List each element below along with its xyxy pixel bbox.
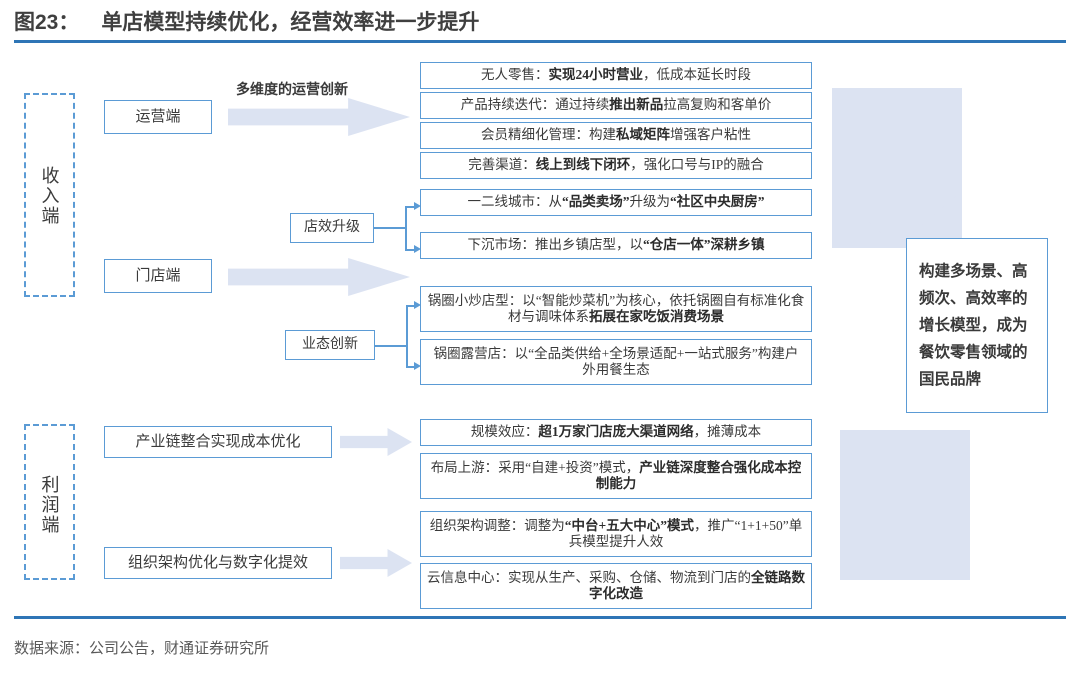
connector-line — [406, 305, 417, 307]
detail-text: 下沉市场：推出乡镇店型，以“仓店一体”深耕乡镇 — [467, 237, 765, 253]
detail-box-supply-chain-1[interactable]: 规模效应：超1万家门店庞大渠道网络，摊薄成本 — [420, 419, 812, 446]
group-label-profit: 利润端 — [39, 475, 60, 535]
fat-arrow-org-digital — [340, 549, 412, 577]
mid-node-store-efficiency[interactable]: 店效升级 — [290, 213, 374, 243]
detail-box-org-digital-2[interactable]: 云信息中心：实现从生产、采购、仓储、物流到门店的全链路数字化改造 — [420, 563, 812, 609]
arrow-caption-operation: 多维度的运营创新 — [236, 83, 348, 98]
mid-node-format-innovation[interactable]: 业态创新 — [285, 330, 375, 360]
conclusion-text: 构建多场景、高 频次、高效率的 增长模型，成为 餐饮零售领域的 国民品牌 — [919, 258, 1028, 394]
elbow-arrow-up-icon — [840, 430, 970, 580]
fat-arrow-store — [228, 258, 410, 296]
group-label-revenue: 收入端 — [39, 166, 60, 226]
detail-text: 一二线城市：从“品类卖场”升级为“社区中央厨房” — [467, 194, 765, 210]
detail-box-operation-3[interactable]: 会员精细化管理：构建私域矩阵增强客户粘性 — [420, 122, 812, 149]
page-title: 图23： 单店模型持续优化，经营效率进一步提升 — [14, 6, 479, 36]
detail-box-format-innovation-2[interactable]: 锅圈露营店：以“全品类供给+全场景适配+一站式服务”构建户外用餐生态 — [420, 339, 812, 385]
conclusion-line: 构建多场景、高 — [919, 262, 1028, 280]
fat-arrow-operation — [228, 98, 410, 136]
connector-line — [405, 206, 417, 208]
detail-text: 布局上游：采用“自建+投资”模式，产业链深度整合强化成本控制能力 — [430, 459, 802, 491]
connector-arrowhead — [414, 361, 421, 370]
figure-number: 图23： — [14, 11, 80, 34]
conclusion-line: 增长模型，成为 — [919, 316, 1028, 334]
connector-line — [406, 366, 417, 368]
detail-text: 会员精细化管理：构建私域矩阵增强客户粘性 — [481, 127, 751, 143]
stage-box-org-digital[interactable]: 组织架构优化与数字化提效 — [104, 547, 332, 579]
detail-text: 锅圈小炒店型：以“智能炒菜机”为核心，依托锅圈自有标准化食材与调味体系拓展在家吃… — [427, 292, 805, 324]
conclusion-line: 频次、高效率的 — [919, 289, 1028, 307]
connector-line — [375, 345, 407, 347]
detail-text: 无人零售：实现24小时营业，低成本延长时段 — [481, 67, 751, 83]
group-frame-profit — [24, 424, 75, 580]
stage-box-store[interactable]: 门店端 — [104, 259, 212, 293]
conclusion-box[interactable]: 构建多场景、高 频次、高效率的 增长模型，成为 餐饮零售领域的 国民品牌 — [906, 238, 1048, 413]
detail-box-operation-1[interactable]: 无人零售：实现24小时营业，低成本延长时段 — [420, 62, 812, 89]
detail-box-supply-chain-2[interactable]: 布局上游：采用“自建+投资”模式，产业链深度整合强化成本控制能力 — [420, 453, 812, 499]
detail-box-org-digital-1[interactable]: 组织架构调整：调整为“中台+五大中心”模式，推广“1+1+50”单兵模型提升人效 — [420, 511, 812, 557]
connector-line — [405, 249, 417, 251]
stage-box-operation[interactable]: 运营端 — [104, 100, 212, 134]
detail-box-store-efficiency-2[interactable]: 下沉市场：推出乡镇店型，以“仓店一体”深耕乡镇 — [420, 232, 812, 259]
fat-arrow-supply-chain — [340, 428, 412, 456]
detail-text: 规模效应：超1万家门店庞大渠道网络，摊薄成本 — [470, 424, 762, 440]
connector-line — [405, 206, 407, 250]
detail-text: 完善渠道：线上到线下闭环，强化口号与IP的融合 — [468, 157, 764, 173]
detail-text: 组织架构调整：调整为“中台+五大中心”模式，推广“1+1+50”单兵模型提升人效 — [429, 517, 803, 549]
detail-text: 云信息中心：实现从生产、采购、仓储、物流到门店的全链路数字化改造 — [427, 569, 805, 601]
detail-box-format-innovation-1[interactable]: 锅圈小炒店型：以“智能炒菜机”为核心，依托锅圈自有标准化食材与调味体系拓展在家吃… — [420, 286, 812, 332]
connector-arrowhead — [414, 300, 421, 309]
detail-text: 锅圈露营店：以“全品类供给+全场景适配+一站式服务”构建户外用餐生态 — [433, 345, 799, 377]
header-rule — [14, 40, 1066, 43]
connector-arrowhead — [414, 244, 421, 253]
elbow-arrow-down-icon — [832, 88, 962, 248]
figure-title-text: 单店模型持续优化，经营效率进一步提升 — [101, 11, 480, 34]
source-note: 数据来源：公司公告，财通证券研究所 — [14, 640, 270, 657]
connector-line — [406, 305, 408, 367]
conclusion-line: 餐饮零售领域的 — [919, 344, 1028, 362]
detail-box-store-efficiency-1[interactable]: 一二线城市：从“品类卖场”升级为“社区中央厨房” — [420, 189, 812, 216]
stage-box-supply-chain[interactable]: 产业链整合实现成本优化 — [104, 426, 332, 458]
connector-line — [374, 227, 406, 229]
detail-text: 产品持续迭代：通过持续推出新品拉高复购和客单价 — [460, 97, 772, 113]
conclusion-line: 国民品牌 — [919, 371, 982, 389]
detail-box-operation-4[interactable]: 完善渠道：线上到线下闭环，强化口号与IP的融合 — [420, 152, 812, 179]
footer-rule — [14, 616, 1066, 619]
detail-box-operation-2[interactable]: 产品持续迭代：通过持续推出新品拉高复购和客单价 — [420, 92, 812, 119]
connector-arrowhead — [414, 201, 421, 210]
group-frame-revenue — [24, 93, 75, 297]
